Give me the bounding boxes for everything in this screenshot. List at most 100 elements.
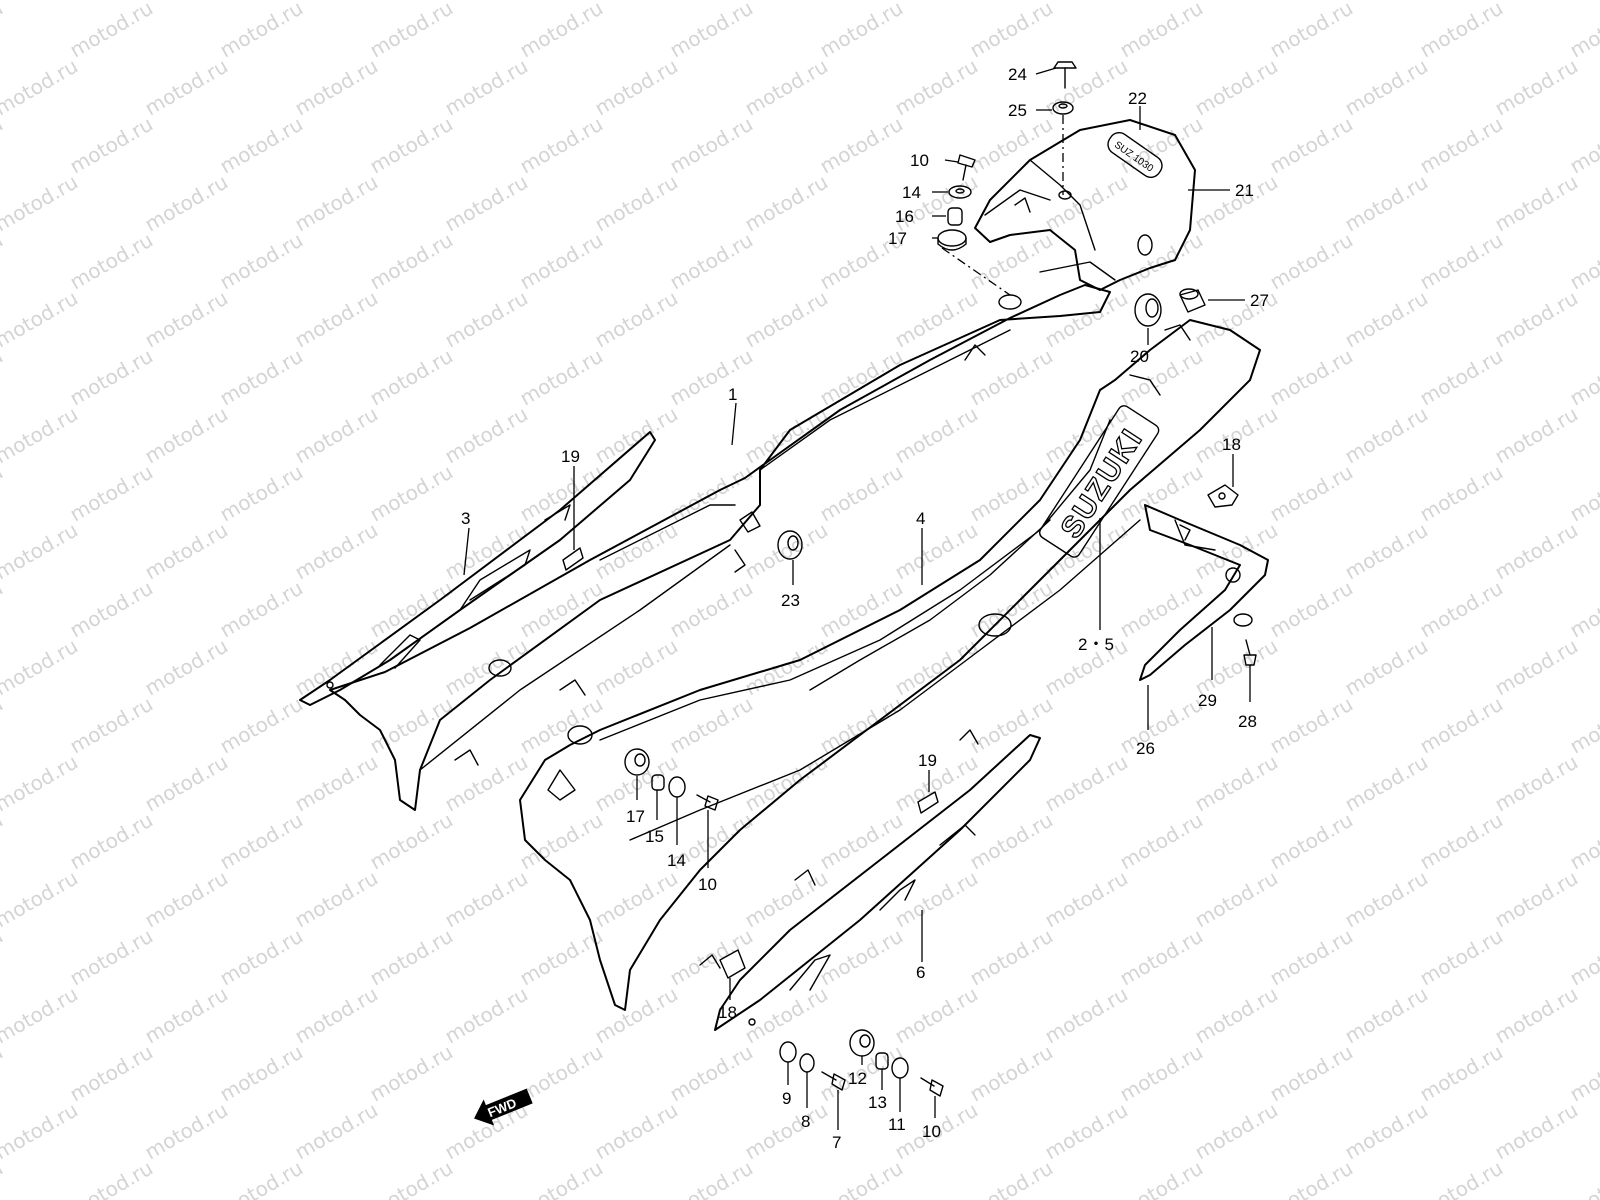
watermark-text: motod.ru bbox=[216, 692, 307, 759]
part-29-washer[interactable] bbox=[1233, 613, 1253, 627]
callout-21: 21 bbox=[1235, 181, 1254, 200]
watermark-text: motod.ru bbox=[516, 344, 607, 411]
part-14-washer-mid[interactable] bbox=[668, 776, 686, 798]
watermark-text: motod.ru bbox=[366, 344, 457, 411]
watermark-text: motod.ru bbox=[1191, 1098, 1282, 1165]
part-27-cap[interactable] bbox=[1179, 288, 1206, 313]
watermark-text: motod.ru bbox=[1041, 866, 1132, 933]
part-6-side-plate-right[interactable] bbox=[714, 734, 1041, 1031]
part-26-rear-brace[interactable] bbox=[1139, 504, 1269, 681]
part-25-washer[interactable] bbox=[1052, 101, 1074, 115]
watermark-text: motod.ru bbox=[1191, 750, 1282, 817]
watermark-text: motod.ru bbox=[0, 286, 82, 353]
watermark-text: motod.ru bbox=[891, 982, 982, 1049]
callout-1: 1 bbox=[728, 385, 737, 404]
part-28-bolt[interactable] bbox=[1243, 639, 1257, 666]
watermark-text: motod.ru bbox=[516, 808, 607, 875]
watermark-text: motod.ru bbox=[816, 344, 907, 411]
watermark-text: motod.ru bbox=[1266, 924, 1357, 991]
watermark-text: motod.ru bbox=[966, 808, 1057, 875]
watermark-text: motod.ru bbox=[441, 866, 532, 933]
watermark-text: motod.ru bbox=[366, 576, 457, 643]
watermark-text: motod.ru bbox=[66, 576, 157, 643]
part-18-clip-top[interactable] bbox=[1207, 484, 1239, 508]
watermark-text: motod.ru bbox=[66, 924, 157, 991]
watermark-text: motod.ru bbox=[1566, 0, 1600, 62]
part-17-cushion-top[interactable] bbox=[937, 229, 967, 251]
part-3-side-plate-left[interactable] bbox=[299, 431, 656, 706]
watermark-text: motod.ru bbox=[1266, 1040, 1357, 1107]
watermark-text: motod.ru bbox=[1116, 228, 1207, 295]
watermark-text: motod.ru bbox=[816, 808, 907, 875]
watermark-text: motod.ru bbox=[591, 0, 682, 4]
watermark-text: motod.ru bbox=[441, 402, 532, 469]
part-1-frame-cover-left[interactable] bbox=[329, 261, 1116, 811]
watermark-text: motod.ru bbox=[591, 866, 682, 933]
watermark-text: motod.ru bbox=[591, 518, 682, 585]
watermark-text: motod.ru bbox=[1191, 170, 1282, 237]
part-23-grommet[interactable] bbox=[777, 530, 803, 560]
part-8-washer[interactable] bbox=[799, 1053, 815, 1073]
part-15-collar[interactable] bbox=[651, 774, 665, 791]
watermark-text: motod.ru bbox=[966, 1156, 1057, 1200]
watermark-text: motod.ru bbox=[1491, 750, 1582, 817]
watermark-text: motod.ru bbox=[216, 1156, 307, 1200]
watermark-text: motod.ru bbox=[966, 1040, 1057, 1107]
watermark-text: motod.ru bbox=[66, 0, 157, 62]
watermark-text: motod.ru bbox=[1341, 750, 1432, 817]
callout-8: 8 bbox=[801, 1112, 810, 1131]
part-18-clip-bottom[interactable] bbox=[719, 949, 746, 979]
callout-14b: 14 bbox=[667, 851, 686, 870]
watermark-text: motod.ru bbox=[966, 924, 1057, 991]
part-10-screw-top[interactable] bbox=[957, 154, 976, 181]
callout-10a: 10 bbox=[910, 151, 929, 170]
watermark-text: motod.ru bbox=[1566, 1156, 1600, 1200]
watermark-text: motod.ru bbox=[0, 228, 7, 295]
watermark-text: motod.ru bbox=[1191, 866, 1282, 933]
part-17-cushion-mid[interactable] bbox=[624, 748, 650, 776]
part-19-damper-left[interactable] bbox=[562, 547, 584, 571]
part-16-collar[interactable] bbox=[947, 207, 963, 226]
part-12-cushion[interactable] bbox=[849, 1029, 875, 1057]
watermark-text: motod.ru bbox=[891, 866, 982, 933]
watermark-text: motod.ru bbox=[516, 692, 607, 759]
watermark-text: motod.ru bbox=[1566, 1040, 1600, 1107]
part-10-screw-mid[interactable] bbox=[696, 794, 719, 811]
part-10-screw-bottom[interactable] bbox=[920, 1077, 944, 1097]
watermark-text: motod.ru bbox=[1341, 0, 1432, 4]
callout-19a: 19 bbox=[561, 447, 580, 466]
watermark-text: motod.ru bbox=[1341, 402, 1432, 469]
watermark-text: motod.ru bbox=[1566, 460, 1600, 527]
watermark-text: motod.ru bbox=[66, 1040, 157, 1107]
watermark-text: motod.ru bbox=[1341, 866, 1432, 933]
watermark-text: motod.ru bbox=[591, 402, 682, 469]
watermark-text: motod.ru bbox=[1191, 0, 1282, 4]
part-14-washer-top[interactable] bbox=[948, 185, 972, 199]
watermark-text: motod.ru bbox=[1266, 0, 1357, 62]
watermark-text: motod.ru bbox=[1416, 112, 1507, 179]
assembly-line-top bbox=[941, 247, 1011, 296]
watermark-text: motod.ru bbox=[0, 924, 7, 991]
watermark-text: motod.ru bbox=[1416, 344, 1507, 411]
watermark-text: motod.ru bbox=[1416, 228, 1507, 295]
part-20-grommet[interactable] bbox=[1134, 293, 1162, 327]
watermark-text: motod.ru bbox=[366, 112, 457, 179]
part-19-damper-right[interactable] bbox=[917, 791, 939, 814]
part-24-screw[interactable] bbox=[1053, 61, 1077, 89]
watermark-text: motod.ru bbox=[666, 924, 757, 991]
watermark-text: motod.ru bbox=[1416, 1156, 1507, 1200]
watermark-text: motod.ru bbox=[1191, 982, 1282, 1049]
watermark-text: motod.ru bbox=[291, 170, 382, 237]
watermark-text: motod.ru bbox=[441, 54, 532, 121]
watermark-text: motod.ru bbox=[216, 808, 307, 875]
watermark-text: motod.ru bbox=[516, 1156, 607, 1200]
part-7-bolt[interactable] bbox=[821, 1071, 846, 1091]
watermark-text: motod.ru bbox=[441, 518, 532, 585]
part-9-washer[interactable] bbox=[779, 1041, 797, 1063]
watermark-text: motod.ru bbox=[1491, 0, 1582, 4]
watermark-text: motod.ru bbox=[366, 692, 457, 759]
watermark-text: motod.ru bbox=[1491, 982, 1582, 1049]
watermark-text: motod.ru bbox=[1416, 0, 1507, 62]
watermark-text: motod.ru bbox=[141, 750, 232, 817]
